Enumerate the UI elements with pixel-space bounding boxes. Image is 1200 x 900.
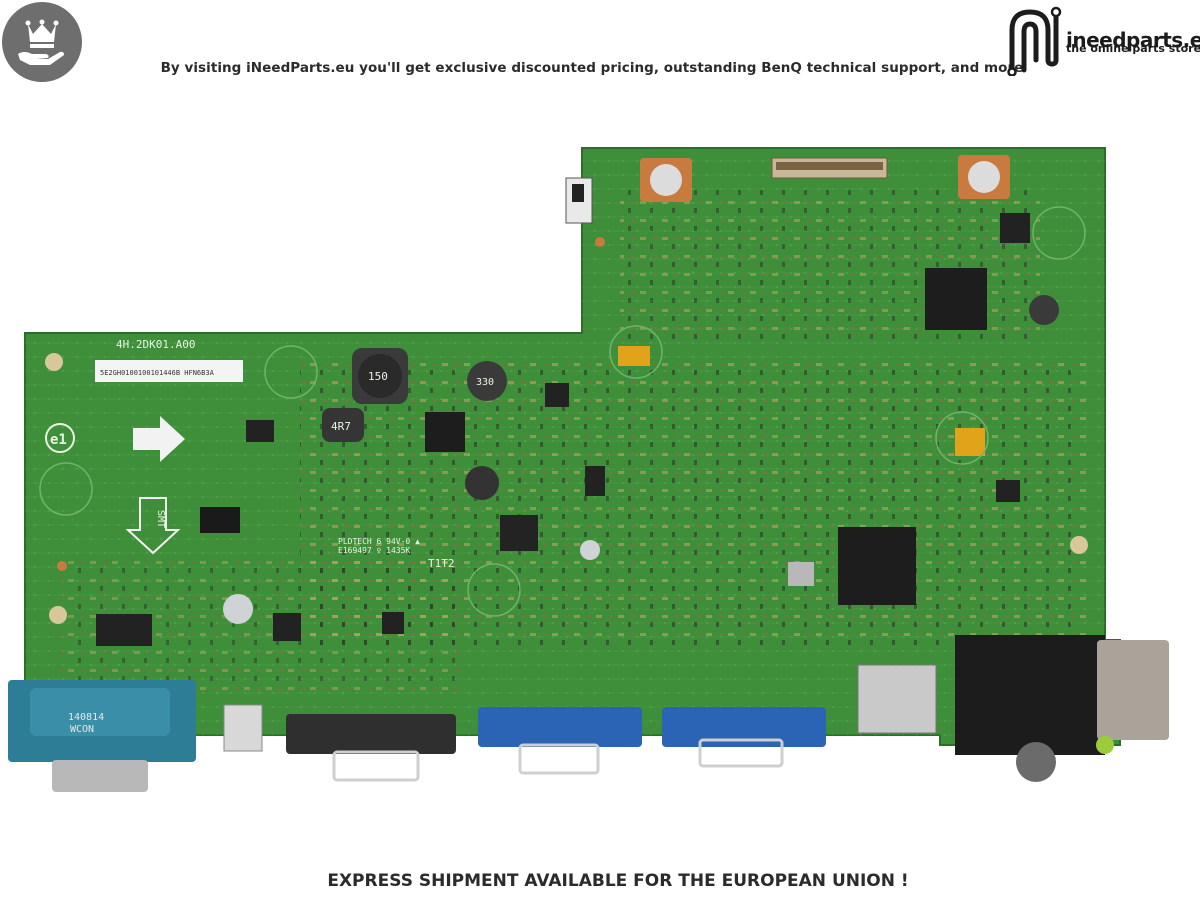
product-photo-mainboard: 150 330 4R7 4H.2DK01.A00 5E2GH0100100101… bbox=[0, 140, 1200, 810]
arrow-right-icon bbox=[133, 416, 185, 462]
inductor-330-label: 330 bbox=[476, 377, 494, 388]
pld-label: PLDTECH 6 94V-0 ▲ bbox=[338, 537, 420, 546]
shipping-notice: EXPRESS SHIPMENT AVAILABLE FOR THE EUROP… bbox=[327, 871, 909, 891]
circuit-logo-icon bbox=[1007, 6, 1062, 76]
vga-port-blue-2 bbox=[662, 707, 826, 747]
board-part-number: 4H.2DK01.A00 bbox=[116, 338, 195, 351]
serial-label-bottom: WCON bbox=[70, 724, 94, 735]
inductor-4r7-label: 4R7 bbox=[331, 420, 351, 433]
inductor-150-label: 150 bbox=[368, 370, 388, 383]
logo-subtitle: the online parts store bbox=[1066, 42, 1200, 55]
mainboard-illustration: 150 330 4R7 4H.2DK01.A00 5E2GH0100100101… bbox=[8, 147, 1169, 792]
promo-tagline: By visiting iNeedParts.eu you'll get exc… bbox=[160, 60, 1024, 76]
vga-port-blue-1 bbox=[478, 707, 642, 747]
usb-port bbox=[223, 704, 263, 752]
crown-hand-badge bbox=[2, 2, 82, 82]
ineedparts-logo[interactable]: ineedparts.eu the online parts store bbox=[1004, 2, 1200, 76]
logo-name: ineedparts.eu bbox=[1066, 28, 1200, 52]
hdmi-port bbox=[857, 664, 937, 734]
e1-mark: e1 bbox=[50, 432, 67, 448]
smt-label: SMT bbox=[155, 510, 166, 528]
serial-label-top: 140814 bbox=[68, 712, 104, 723]
vga-port-black bbox=[286, 714, 456, 754]
audio-jack-block bbox=[955, 635, 1105, 755]
t1t2-label: T1T2 bbox=[428, 557, 455, 570]
crown-hand-icon bbox=[18, 19, 64, 65]
rj45-port bbox=[1097, 640, 1169, 740]
arrow-down-icon bbox=[125, 497, 181, 555]
barcode-label: 5E2GH0100100101446B HFN6B3A bbox=[100, 369, 215, 377]
ul-label: E169497 ♀ 1435K bbox=[338, 546, 410, 555]
